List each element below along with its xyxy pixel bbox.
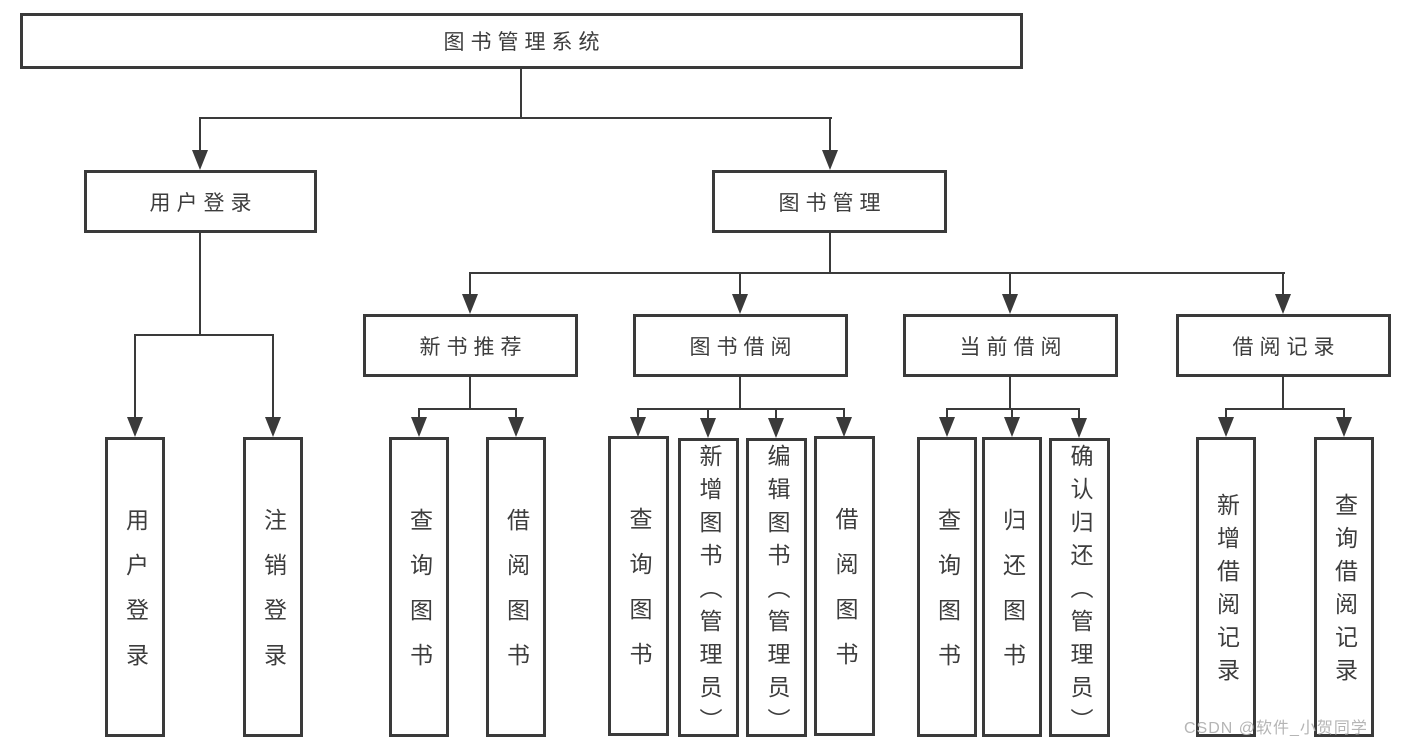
connector-line bbox=[1225, 408, 1345, 410]
leaf-logout-label: 注销登录 bbox=[260, 508, 287, 688]
node-book-borrow-label: 图书借阅 bbox=[689, 335, 798, 359]
node-book-management-label: 图书管理 bbox=[778, 191, 887, 215]
connector-line bbox=[637, 408, 845, 410]
node-book-management: 图书管理 bbox=[712, 170, 947, 233]
leaf-return-books-label: 归还图书 bbox=[999, 508, 1026, 688]
leaf-add-books-admin-label: 新增图书（管理员） bbox=[696, 444, 722, 741]
connector-line bbox=[469, 272, 471, 298]
leaf-user-login-label: 用户登录 bbox=[122, 508, 149, 688]
connector-line bbox=[469, 377, 471, 410]
arrow-down-icon bbox=[700, 418, 716, 438]
arrow-down-icon bbox=[630, 417, 646, 437]
leaf-edit-books-admin-label: 编辑图书（管理员） bbox=[764, 444, 790, 741]
node-new-book-recommend-label: 新书推荐 bbox=[419, 335, 528, 359]
connector-line bbox=[829, 233, 831, 274]
leaf-query-books-current: 查询图书 bbox=[917, 437, 977, 737]
arrow-down-icon bbox=[462, 294, 478, 314]
leaf-query-books-recommend-label: 查询图书 bbox=[406, 508, 433, 688]
connector-line bbox=[707, 408, 709, 422]
leaf-logout: 注销登录 bbox=[243, 437, 303, 737]
arrow-down-icon bbox=[1004, 417, 1020, 437]
connector-line bbox=[946, 408, 948, 422]
connector-line bbox=[418, 408, 420, 422]
leaf-return-books: 归还图书 bbox=[982, 437, 1042, 737]
arrow-down-icon bbox=[939, 417, 955, 437]
connector-line bbox=[1009, 272, 1011, 298]
connector-line bbox=[946, 408, 1080, 410]
connector-line bbox=[739, 377, 741, 410]
arrow-down-icon bbox=[1002, 294, 1018, 314]
connector-line bbox=[520, 69, 522, 119]
node-current-borrow: 当前借阅 bbox=[903, 314, 1118, 377]
csdn-watermark: CSDN @软件_小贺同学 bbox=[1184, 720, 1368, 737]
leaf-query-borrow-record-label: 查询借阅记录 bbox=[1331, 493, 1358, 691]
leaf-user-login: 用户登录 bbox=[105, 437, 165, 737]
arrow-down-icon bbox=[265, 417, 281, 437]
connector-line bbox=[1009, 377, 1011, 410]
leaf-edit-books-admin: 编辑图书（管理员） bbox=[746, 438, 807, 741]
arrow-down-icon bbox=[192, 150, 208, 170]
connector-line bbox=[134, 334, 274, 336]
connector-line bbox=[199, 117, 832, 119]
connector-line bbox=[1282, 272, 1284, 298]
connector-line bbox=[199, 233, 201, 336]
node-user-login: 用户登录 bbox=[84, 170, 317, 233]
node-borrow-record-label: 借阅记录 bbox=[1232, 335, 1341, 359]
connector-line bbox=[843, 408, 845, 422]
connector-line bbox=[1225, 408, 1227, 422]
leaf-add-books-admin: 新增图书（管理员） bbox=[678, 438, 739, 741]
arrow-down-icon bbox=[127, 417, 143, 437]
node-new-book-recommend: 新书推荐 bbox=[363, 314, 578, 377]
leaf-query-books-recommend: 查询图书 bbox=[389, 437, 449, 737]
leaf-borrow-books-recommend: 借阅图书 bbox=[486, 437, 546, 737]
leaf-confirm-return-admin: 确认归还（管理员） bbox=[1049, 438, 1110, 741]
leaf-add-borrow-record: 新增借阅记录 bbox=[1196, 437, 1256, 737]
arrow-down-icon bbox=[508, 417, 524, 437]
connector-line bbox=[1282, 377, 1284, 410]
connector-line bbox=[1011, 408, 1013, 422]
node-user-login-label: 用户登录 bbox=[149, 191, 258, 215]
arrow-down-icon bbox=[732, 294, 748, 314]
node-library-system: 图书管理系统 bbox=[20, 13, 1023, 69]
connector-line bbox=[134, 334, 136, 420]
node-borrow-record: 借阅记录 bbox=[1176, 314, 1391, 377]
arrow-down-icon bbox=[1336, 417, 1352, 437]
connector-line bbox=[1343, 408, 1345, 422]
leaf-borrow-books-borrow-label: 借阅图书 bbox=[832, 507, 858, 687]
connector-line bbox=[469, 272, 1285, 274]
leaf-query-borrow-record: 查询借阅记录 bbox=[1314, 437, 1374, 737]
connector-line bbox=[418, 408, 517, 410]
connector-line bbox=[1078, 408, 1080, 422]
connector-line bbox=[199, 117, 201, 153]
arrow-down-icon bbox=[768, 418, 784, 438]
node-current-borrow-label: 当前借阅 bbox=[959, 335, 1068, 359]
leaf-add-borrow-record-label: 新增借阅记录 bbox=[1213, 493, 1240, 691]
leaf-query-books-current-label: 查询图书 bbox=[934, 508, 961, 688]
node-book-borrow: 图书借阅 bbox=[633, 314, 848, 377]
connector-line bbox=[637, 408, 639, 422]
arrow-down-icon bbox=[1275, 294, 1291, 314]
leaf-confirm-return-admin-label: 确认归还（管理员） bbox=[1067, 444, 1093, 741]
connector-line bbox=[739, 272, 741, 298]
leaf-query-books-borrow: 查询图书 bbox=[608, 436, 669, 736]
leaf-borrow-books-borrow: 借阅图书 bbox=[814, 436, 875, 736]
arrow-down-icon bbox=[836, 417, 852, 437]
connector-line bbox=[775, 408, 777, 422]
arrow-down-icon bbox=[1218, 417, 1234, 437]
connector-line bbox=[272, 334, 274, 420]
arrow-down-icon bbox=[411, 417, 427, 437]
connector-line bbox=[515, 408, 517, 422]
node-library-system-label: 图书管理系统 bbox=[443, 31, 606, 54]
connector-line bbox=[829, 117, 831, 153]
arrow-down-icon bbox=[1071, 418, 1087, 438]
leaf-query-books-borrow-label: 查询图书 bbox=[626, 507, 652, 687]
leaf-borrow-books-recommend-label: 借阅图书 bbox=[503, 508, 530, 688]
arrow-down-icon bbox=[822, 150, 838, 170]
